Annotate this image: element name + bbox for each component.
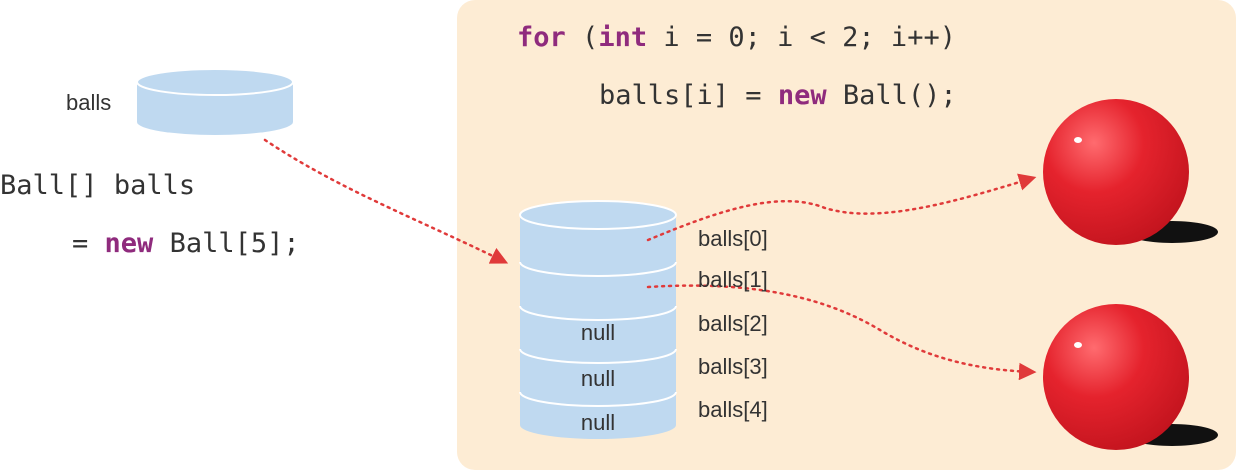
reference-label: balls [66, 90, 111, 116]
slot-3-label: balls[3] [698, 354, 768, 380]
reference-arrow [265, 140, 505, 262]
slot-2-label: balls[2] [698, 311, 768, 337]
ball-object-0 [1043, 99, 1189, 245]
slot-3-value: null [581, 366, 615, 392]
reference-cylinder [137, 69, 293, 135]
slot-1-label: balls[1] [698, 267, 768, 293]
ball-object-1 [1043, 304, 1189, 450]
slot-4-value: null [581, 410, 615, 436]
slot-2-value: null [581, 320, 615, 346]
slot-0-label: balls[0] [698, 226, 768, 252]
slot-4-label: balls[4] [698, 397, 768, 423]
diagram-canvas [0, 0, 1236, 459]
